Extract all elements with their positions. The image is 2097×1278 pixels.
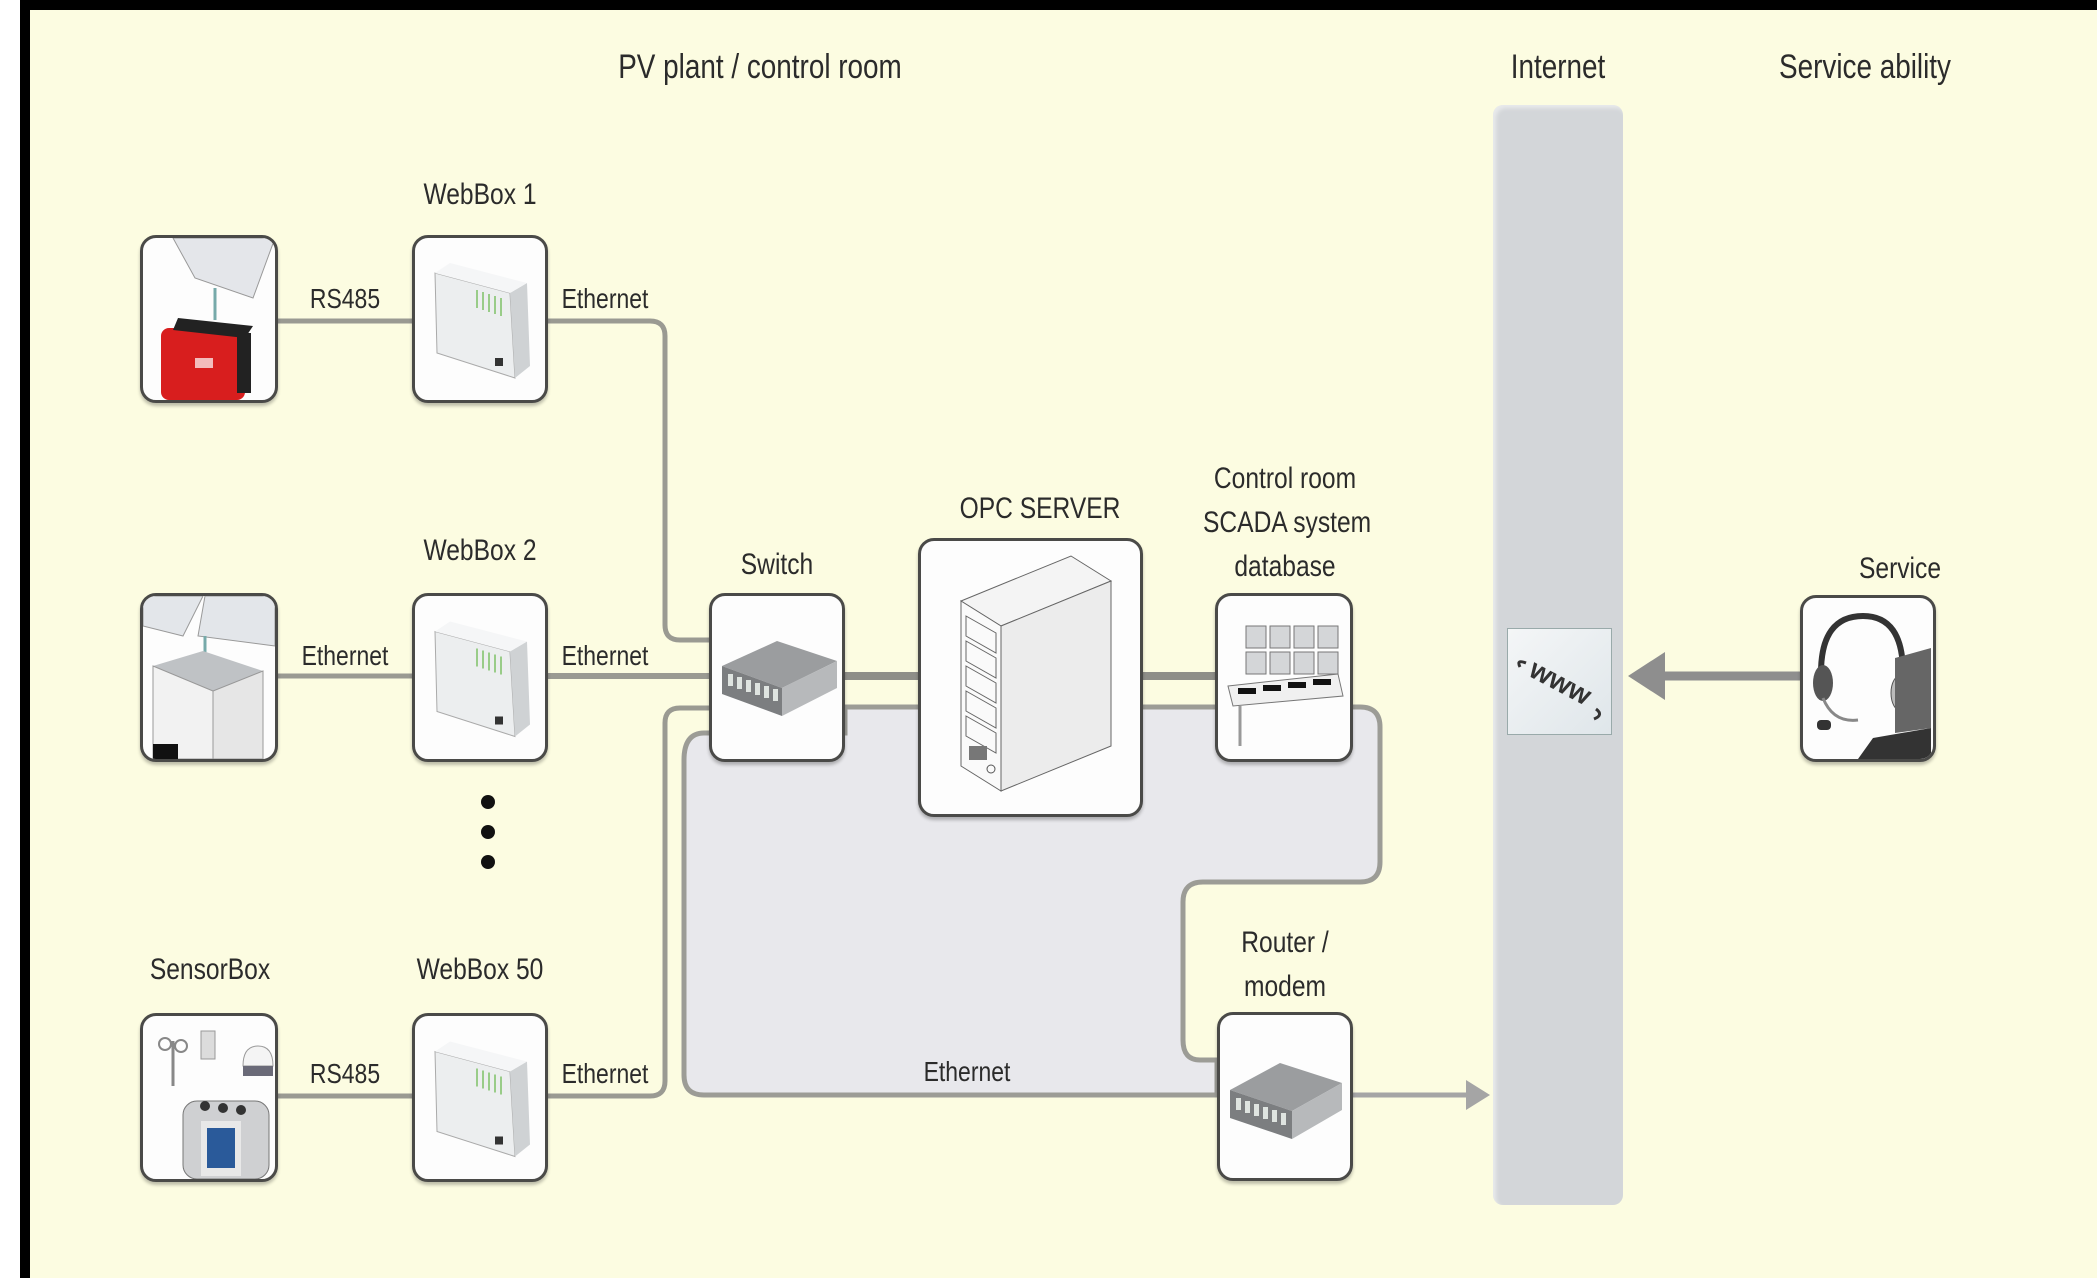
router-modem-box[interactable] xyxy=(1217,1012,1353,1181)
www-icon: www xyxy=(1507,628,1612,735)
arrow-head-router xyxy=(1466,1080,1490,1110)
scada-label-line-1: Control room xyxy=(1213,462,1357,495)
link-label-rs485-sensorbox: RS485 xyxy=(309,1058,381,1089)
webbox-50-box[interactable] xyxy=(412,1013,548,1182)
scada-box[interactable] xyxy=(1215,593,1353,762)
inverter-2-box[interactable] xyxy=(140,593,278,762)
webbox-device-icon xyxy=(434,621,530,738)
switch-label: Switch xyxy=(740,548,814,581)
link-label-ethernet-webbox1: Ethernet xyxy=(561,283,649,314)
wire-webbox50-switch xyxy=(548,705,709,1099)
section-title-pv-plant: PV plant / control room xyxy=(618,48,902,86)
section-title-internet: Internet xyxy=(1510,48,1606,86)
inverter-with-panel-icon xyxy=(161,238,275,400)
sensor-box-icon xyxy=(158,1030,274,1179)
webbox-1-box[interactable] xyxy=(412,235,548,403)
switch-box[interactable] xyxy=(709,593,845,762)
scada-label-line-3: database xyxy=(1234,550,1336,583)
webbox-1-label: WebBox 1 xyxy=(423,178,537,211)
svg-text:www: www xyxy=(1524,653,1597,712)
control-room-desk-icon xyxy=(1227,625,1344,746)
section-title-service-ability: Service ability xyxy=(1779,48,1951,86)
headset-laptop-icon xyxy=(1813,612,1931,759)
scada-label-line-2: SCADA system xyxy=(1203,506,1372,539)
arrow-head-service xyxy=(1628,652,1665,700)
opc-server-box[interactable] xyxy=(918,538,1143,817)
link-label-ethernet-webbox2: Ethernet xyxy=(561,640,649,671)
service-label: Service xyxy=(1858,552,1942,585)
wire-webbox1-switch xyxy=(548,318,709,643)
sensorbox-label: SensorBox xyxy=(149,953,271,986)
ellipsis-dot xyxy=(481,855,495,869)
ellipsis-dot xyxy=(481,825,495,839)
link-label-ethernet-lan: Ethernet xyxy=(923,1056,1011,1087)
webbox-2-label: WebBox 2 xyxy=(423,534,537,567)
webbox-device-icon xyxy=(434,263,530,379)
router-label-line-2: modem xyxy=(1243,970,1327,1003)
service-box[interactable] xyxy=(1800,595,1936,762)
sensorbox-box[interactable] xyxy=(140,1013,278,1182)
inverter-1-box[interactable] xyxy=(140,235,278,403)
server-tower-icon xyxy=(959,555,1113,792)
webbox-50-label: WebBox 50 xyxy=(416,953,544,986)
lan-panel xyxy=(681,704,1383,1098)
router-label-line-1: Router / xyxy=(1241,926,1329,959)
router-icon xyxy=(1230,1063,1342,1139)
link-label-ethernet-inverter2: Ethernet xyxy=(301,640,389,671)
opc-server-label: OPC SERVER xyxy=(959,492,1121,525)
ellipsis-dot xyxy=(481,795,495,809)
link-label-ethernet-webbox50: Ethernet xyxy=(561,1058,649,1089)
webbox-2-box[interactable] xyxy=(412,593,548,762)
central-inverter-icon xyxy=(143,596,275,759)
webbox-device-icon xyxy=(434,1041,530,1158)
link-label-rs485-1: RS485 xyxy=(309,283,381,314)
network-switch-icon xyxy=(722,641,837,716)
